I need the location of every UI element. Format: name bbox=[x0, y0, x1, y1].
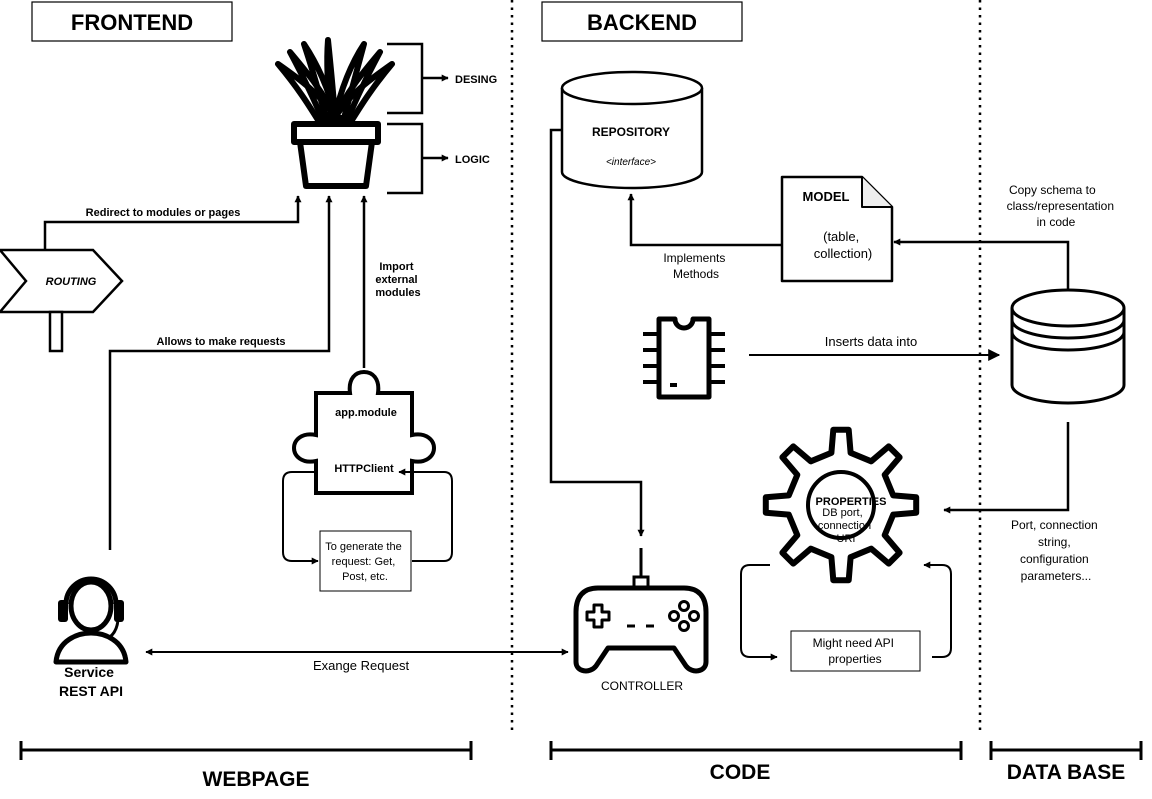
implements-arrow bbox=[627, 193, 782, 247]
repository-cylinder bbox=[560, 70, 704, 190]
database-label: DATA BASE bbox=[1007, 761, 1126, 784]
copy-label-line-2: class/representation bbox=[1007, 199, 1114, 213]
frontend-header-box bbox=[31, 1, 233, 42]
port-label-line-4: parameters... bbox=[1021, 569, 1092, 583]
repository-controller-arrow bbox=[549, 128, 645, 537]
api-note-line-2: properties bbox=[828, 652, 881, 666]
properties-body: DB port, connection URI bbox=[818, 507, 874, 545]
chip-icon bbox=[643, 316, 725, 400]
gamepad-icon bbox=[573, 548, 709, 674]
redirect-label: Redirect to modules or pages bbox=[86, 207, 241, 219]
port-label-line-2: string, bbox=[1038, 535, 1071, 549]
copy-label-line-1: Copy schema to bbox=[1009, 183, 1096, 197]
frontend-header: FRONTEND bbox=[71, 10, 193, 35]
copy-schema-arrow bbox=[893, 238, 1070, 290]
webpage-label: WEBPAGE bbox=[203, 768, 310, 791]
database-cylinder bbox=[1010, 288, 1126, 405]
interface-label: <interface> bbox=[606, 157, 656, 168]
properties-body-line-2: connection bbox=[818, 520, 871, 532]
gear-loop-left bbox=[740, 564, 778, 661]
generate-note-line-3: Post, etc. bbox=[342, 571, 388, 583]
implements-label-line-1: Implements bbox=[663, 251, 725, 265]
logic-bracket bbox=[387, 122, 448, 195]
generate-note-line-2: request: Get, bbox=[332, 556, 396, 568]
import-label-line-1: Import bbox=[379, 261, 414, 273]
implements-label-line-2: Methods bbox=[673, 267, 719, 281]
plant-icon bbox=[275, 37, 395, 189]
port-label: Port, connection string, configuration p… bbox=[1011, 518, 1101, 583]
port-label-line-3: configuration bbox=[1020, 552, 1089, 566]
model-body: (table, collection) bbox=[814, 229, 873, 261]
backend-header: BACKEND bbox=[587, 10, 697, 35]
service-label-line-1: Service bbox=[64, 664, 114, 680]
webpage-bracket bbox=[19, 741, 473, 760]
module-loop-right bbox=[398, 468, 453, 562]
module-loop-left bbox=[282, 471, 319, 565]
properties-body-line-3: URI bbox=[837, 533, 856, 545]
implements-label: Implements Methods bbox=[663, 251, 728, 281]
generate-note-line-1: To generate the bbox=[325, 541, 401, 553]
api-note-line-1: Might need API bbox=[813, 636, 894, 650]
gear-center bbox=[806, 470, 876, 540]
model-body-line-1: (table, bbox=[823, 229, 859, 244]
requests-label: Allows to make requests bbox=[157, 336, 286, 348]
repository-label: REPOSITORY bbox=[592, 125, 670, 139]
import-label: Import external modules bbox=[375, 261, 420, 299]
logic-label: LOGIC bbox=[455, 154, 490, 166]
design-bracket bbox=[387, 42, 448, 115]
controller-label: CONTROLLER bbox=[601, 679, 683, 693]
generate-note-box bbox=[319, 530, 412, 592]
routing-signpost bbox=[0, 248, 124, 353]
api-note-box bbox=[790, 630, 921, 672]
api-note: Might need API properties bbox=[813, 636, 898, 666]
model-document-fold bbox=[861, 177, 892, 208]
headset-person-icon bbox=[53, 576, 129, 665]
exchange-label: Exange Request bbox=[313, 658, 410, 673]
properties-body-line-1: DB port, bbox=[822, 507, 862, 519]
requests-arrow bbox=[108, 195, 333, 550]
properties-title: PROPERTIES bbox=[816, 496, 887, 508]
inserts-label: Inserts data into bbox=[825, 334, 918, 349]
backend-header-box bbox=[541, 1, 743, 42]
app-module-label: app.module bbox=[335, 407, 397, 419]
database-bracket bbox=[989, 741, 1143, 760]
port-config-arrow bbox=[943, 422, 1070, 514]
httpclient-label: HTTPClient bbox=[334, 463, 394, 475]
import-label-line-2: external bbox=[375, 274, 417, 286]
generate-note: To generate the request: Get, Post, etc. bbox=[325, 541, 405, 583]
copy-label: Copy schema to class/representation in c… bbox=[1007, 183, 1118, 229]
gear-loop-right bbox=[923, 561, 952, 658]
port-label-line-1: Port, connection bbox=[1011, 518, 1098, 532]
import-label-line-3: modules bbox=[375, 287, 420, 299]
code-bracket bbox=[549, 741, 963, 760]
code-label: CODE bbox=[710, 761, 771, 784]
routing-label: ROUTING bbox=[46, 276, 97, 288]
app-module-puzzle bbox=[291, 369, 437, 495]
model-body-line-2: collection) bbox=[814, 246, 873, 261]
service-label-line-2: REST API bbox=[59, 683, 123, 699]
design-label: DESING bbox=[455, 74, 497, 86]
copy-label-line-3: in code bbox=[1037, 215, 1076, 229]
redirect-arrow bbox=[43, 195, 302, 250]
service-label: Service REST API bbox=[59, 664, 123, 699]
model-title: MODEL bbox=[803, 189, 850, 204]
